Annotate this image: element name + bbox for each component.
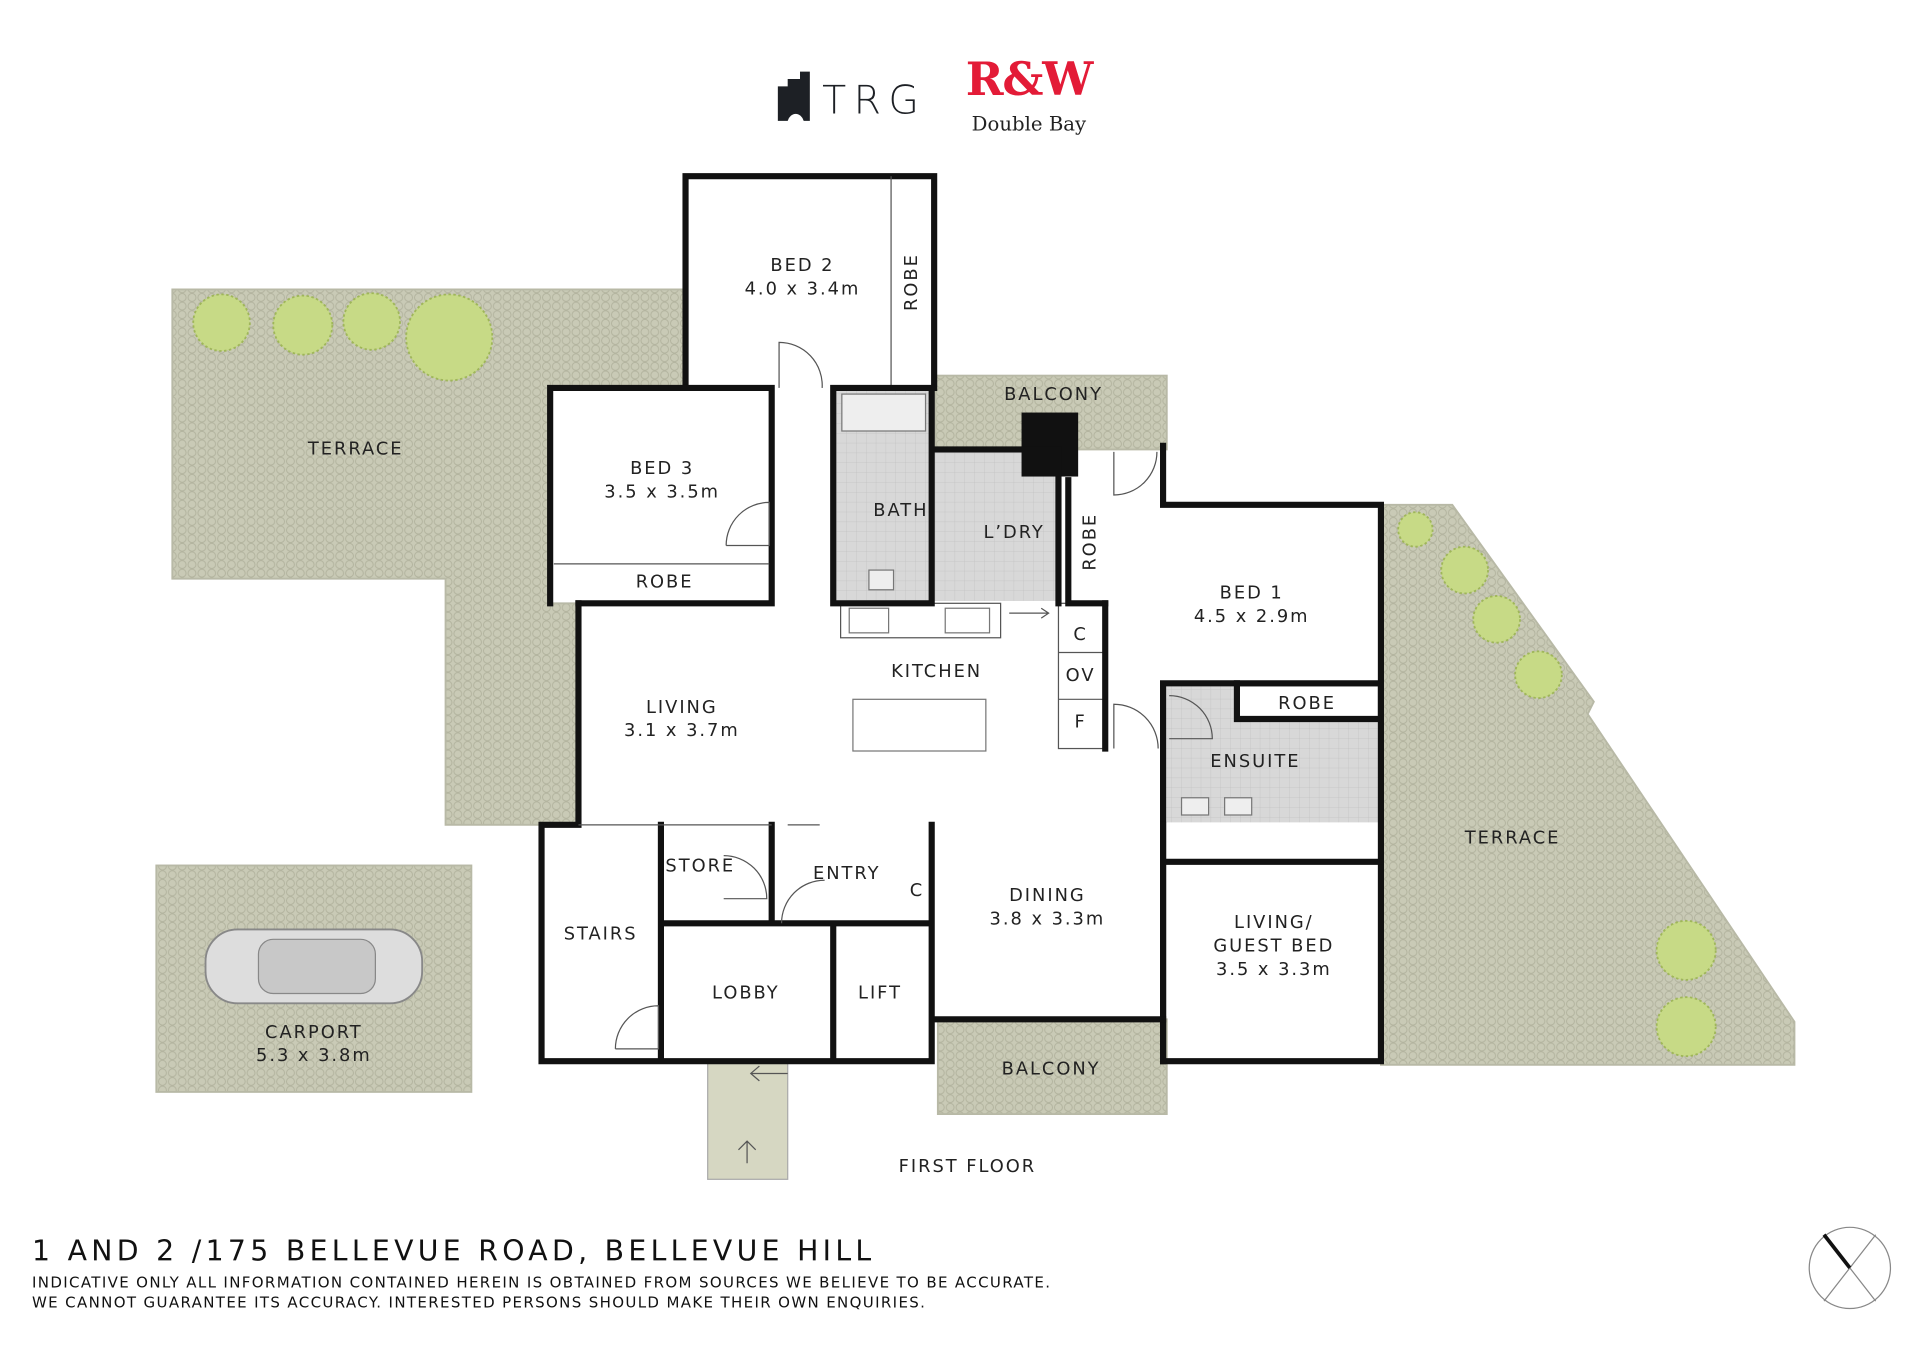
room-label-hall-robe: ROBE (1079, 513, 1100, 571)
trg-logo: TRG (777, 71, 926, 123)
room-label-bed-1-robe: ROBE (1278, 693, 1336, 714)
room-label-terrace-left: TERRACE (307, 438, 404, 459)
room-label-balcony-top: BALCONY (1004, 384, 1103, 405)
rw-wordmark: R&W (966, 52, 1094, 106)
room-label-laundry: L’DRY (983, 522, 1044, 543)
level-label: FIRST FLOOR (899, 1156, 1036, 1177)
tree-icon (272, 294, 334, 356)
room-label-bed-3: BED 3 (630, 458, 694, 479)
walls (538, 173, 1384, 1065)
basin-icon (1180, 797, 1210, 816)
room-label-bath: BATH (873, 500, 928, 521)
room-label-bed-1: BED 1 (1220, 582, 1284, 603)
room-label-dining: DINING (1009, 885, 1086, 906)
room-dims-dining: 3.8 x 3.3m (990, 909, 1106, 930)
tree-icon (1655, 919, 1717, 981)
car-icon (204, 928, 424, 1005)
room-label-lobby: LOBBY (712, 982, 780, 1003)
room-dims-living: 3.1 x 3.7m (624, 720, 740, 741)
doors (614, 341, 1213, 1050)
laundry-floor (934, 451, 1056, 601)
tree-icon (342, 292, 401, 351)
room-label-bed-2-robe: ROBE (901, 253, 922, 311)
tree-icon (1397, 511, 1434, 548)
tree-icon (192, 293, 251, 352)
room-dims-bed-1: 4.5 x 2.9m (1194, 606, 1310, 627)
bathtub-icon (841, 393, 927, 432)
cooktop-icon (848, 607, 890, 634)
kitchen-island (852, 698, 987, 752)
room-label-bed-2: BED 2 (770, 255, 834, 276)
kitchen-bench (840, 602, 1002, 639)
room-dims-guest: 3.5 x 3.3m (1216, 959, 1332, 980)
room-label-bed-3-robe: ROBE (636, 571, 694, 592)
room-dims-bed-2: 4.0 x 3.4m (745, 278, 861, 299)
room-label-ensuite: ENSUITE (1210, 751, 1300, 772)
label-cupboard: C (1073, 624, 1087, 645)
trg-castle-icon (777, 71, 810, 121)
room-label-terrace-right: TERRACE (1464, 827, 1561, 848)
disclaimer-line-2: WE CANNOT GUARANTEE ITS ACCURACY. INTERE… (32, 1293, 926, 1311)
sink-icon (944, 607, 991, 634)
room-label-guest: LIVING/ (1234, 912, 1314, 933)
label-oven: OV (1066, 665, 1096, 686)
tree-icon (1655, 996, 1717, 1058)
basin-icon (1224, 797, 1253, 816)
tree-icon (1472, 595, 1521, 644)
address-title: 1 AND 2 /175 BELLEVUE ROAD, BELLEVUE HIL… (32, 1235, 875, 1268)
room-label-lift: LIFT (858, 982, 902, 1003)
room-label-kitchen: KITCHEN (891, 661, 982, 682)
room-label-balcony-bottom: BALCONY (1002, 1059, 1101, 1080)
label-entry-cupboard: C (910, 880, 924, 901)
tree-icon (405, 293, 494, 382)
tree-icon (1514, 650, 1563, 699)
room-dims-bed-3: 3.5 x 3.5m (604, 481, 720, 502)
trees (192, 292, 1717, 1058)
rw-office: Double Bay (972, 113, 1087, 136)
north-compass-icon (1808, 1226, 1892, 1310)
tree-icon (1440, 545, 1489, 595)
basin-icon (868, 569, 895, 591)
rw-logo: R&W Double Bay (966, 52, 1096, 136)
label-fridge: F (1074, 712, 1086, 733)
terrace-right (1380, 503, 1796, 1066)
room-label-entry: ENTRY (813, 863, 880, 884)
room-label-living: LIVING (646, 697, 718, 718)
room-dims-carport: 5.3 x 3.8m (256, 1045, 372, 1066)
room-label-store: STORE (665, 856, 735, 877)
disclaimer-line-1: INDICATIVE ONLY ALL INFORMATION CONTAINE… (32, 1274, 1051, 1292)
chimney (1021, 412, 1079, 477)
room-label-guest-2: GUEST BED (1213, 936, 1334, 957)
room-label-carport: CARPORT (265, 1022, 363, 1043)
room-label-stairs: STAIRS (564, 923, 638, 944)
trg-wordmark: TRG (822, 77, 926, 123)
